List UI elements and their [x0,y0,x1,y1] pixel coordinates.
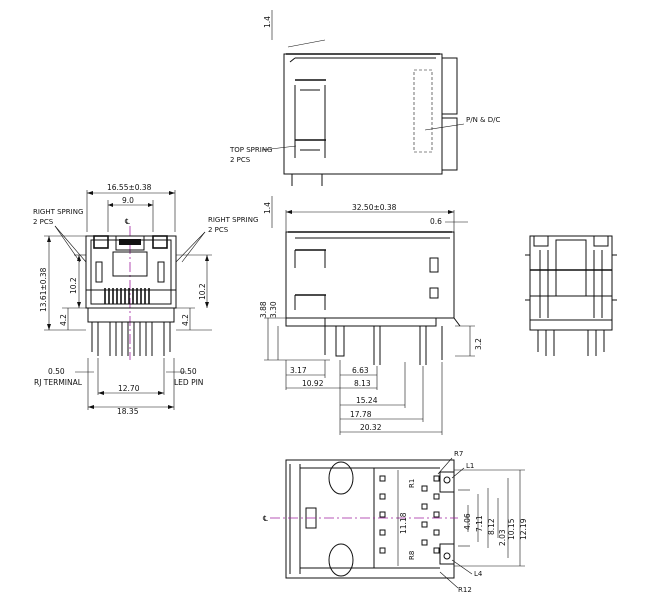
front-width-dim: 16.55±0.38 [107,183,152,192]
dim-3-30: 3.30 [269,301,278,318]
front-left-small-dim: 4.2 [59,314,68,326]
right-spring-left-label: RIGHT SPRING [33,208,83,216]
bottom-pin-holes [379,475,440,554]
label-r12: R12 [458,586,472,594]
dim-8-12: 8.12 [487,518,496,535]
rear-view [525,235,617,356]
dim-3-2: 3.2 [474,338,483,350]
label-r8: R8 [408,551,416,560]
led-pin-label: LED PIN [174,378,203,387]
label-r7: R7 [454,450,463,458]
top-spring-label: TOP SPRING [229,146,273,154]
rj-contacts [104,288,150,304]
side-top-offset-dim: 1.4 [263,202,272,214]
label-l1: L1 [466,462,474,470]
length-dim: 32.50±0.38 [352,203,397,212]
dim-12-19: 12.19 [519,518,528,540]
right-spring-right-qty: 2 PCS [208,226,229,234]
dim-3-88: 3.88 [259,301,268,318]
dim-3-17: 3.17 [290,366,307,375]
top-spring-qty: 2 PCS [230,156,251,164]
front-center-mark: ℄ [125,217,130,226]
front-view: 16.55±0.38 9.0 ℄ [33,183,258,416]
bottom-center-mark: ℄ [263,514,268,523]
top-side-view: 1.4 P/N & D/C TOP SPRING 2 PCS [229,10,500,186]
pitch-12-70-dim: 12.70 [118,384,140,393]
right-offset-dim: 0.6 [430,217,442,226]
label-l4: L4 [474,570,483,578]
front-right-height-dim: 10.2 [198,283,207,300]
dim-8-13: 8.13 [354,379,371,388]
label-r1: R1 [408,479,416,488]
dim-7-11: 7.11 [475,515,484,532]
dim-20-32: 20.32 [360,423,382,432]
dim-15-24: 15.24 [356,396,378,405]
pn-dc-label: P/N & D/C [466,116,500,124]
rj-terminal-dim: 0.50 [48,367,65,376]
front-height-dim: 13.61±0.38 [39,267,48,312]
dim-11-18: 11.18 [399,512,408,534]
led-pin-dim: 0.50 [180,367,197,376]
dim-17-78: 17.78 [350,410,372,419]
right-spring-right-label: RIGHT SPRING [208,216,258,224]
side-view: 1.4 32.50±0.38 0.6 3.88 [259,196,483,435]
front-left-height-dim: 10.2 [69,277,78,294]
dim-10-15: 10.15 [507,518,516,540]
rj-terminal-label: RJ TERMINAL [34,378,83,387]
dim-6-63: 6.63 [352,366,369,375]
dim-2-03: 2.03 [498,529,507,546]
overall-18-35-dim: 18.35 [117,407,139,416]
right-spring-left-qty: 2 PCS [33,218,54,226]
top-view-offset-dim: 1.4 [263,16,272,28]
front-inner-dim: 9.0 [122,196,134,205]
front-right-small-dim: 4.2 [181,314,190,326]
bottom-view: ℄ 11.18 4.06 7.11 8.12 2.03 10.15 12.19 … [263,450,528,594]
dim-10-92: 10.92 [302,379,324,388]
dim-4-06: 4.06 [463,513,472,530]
